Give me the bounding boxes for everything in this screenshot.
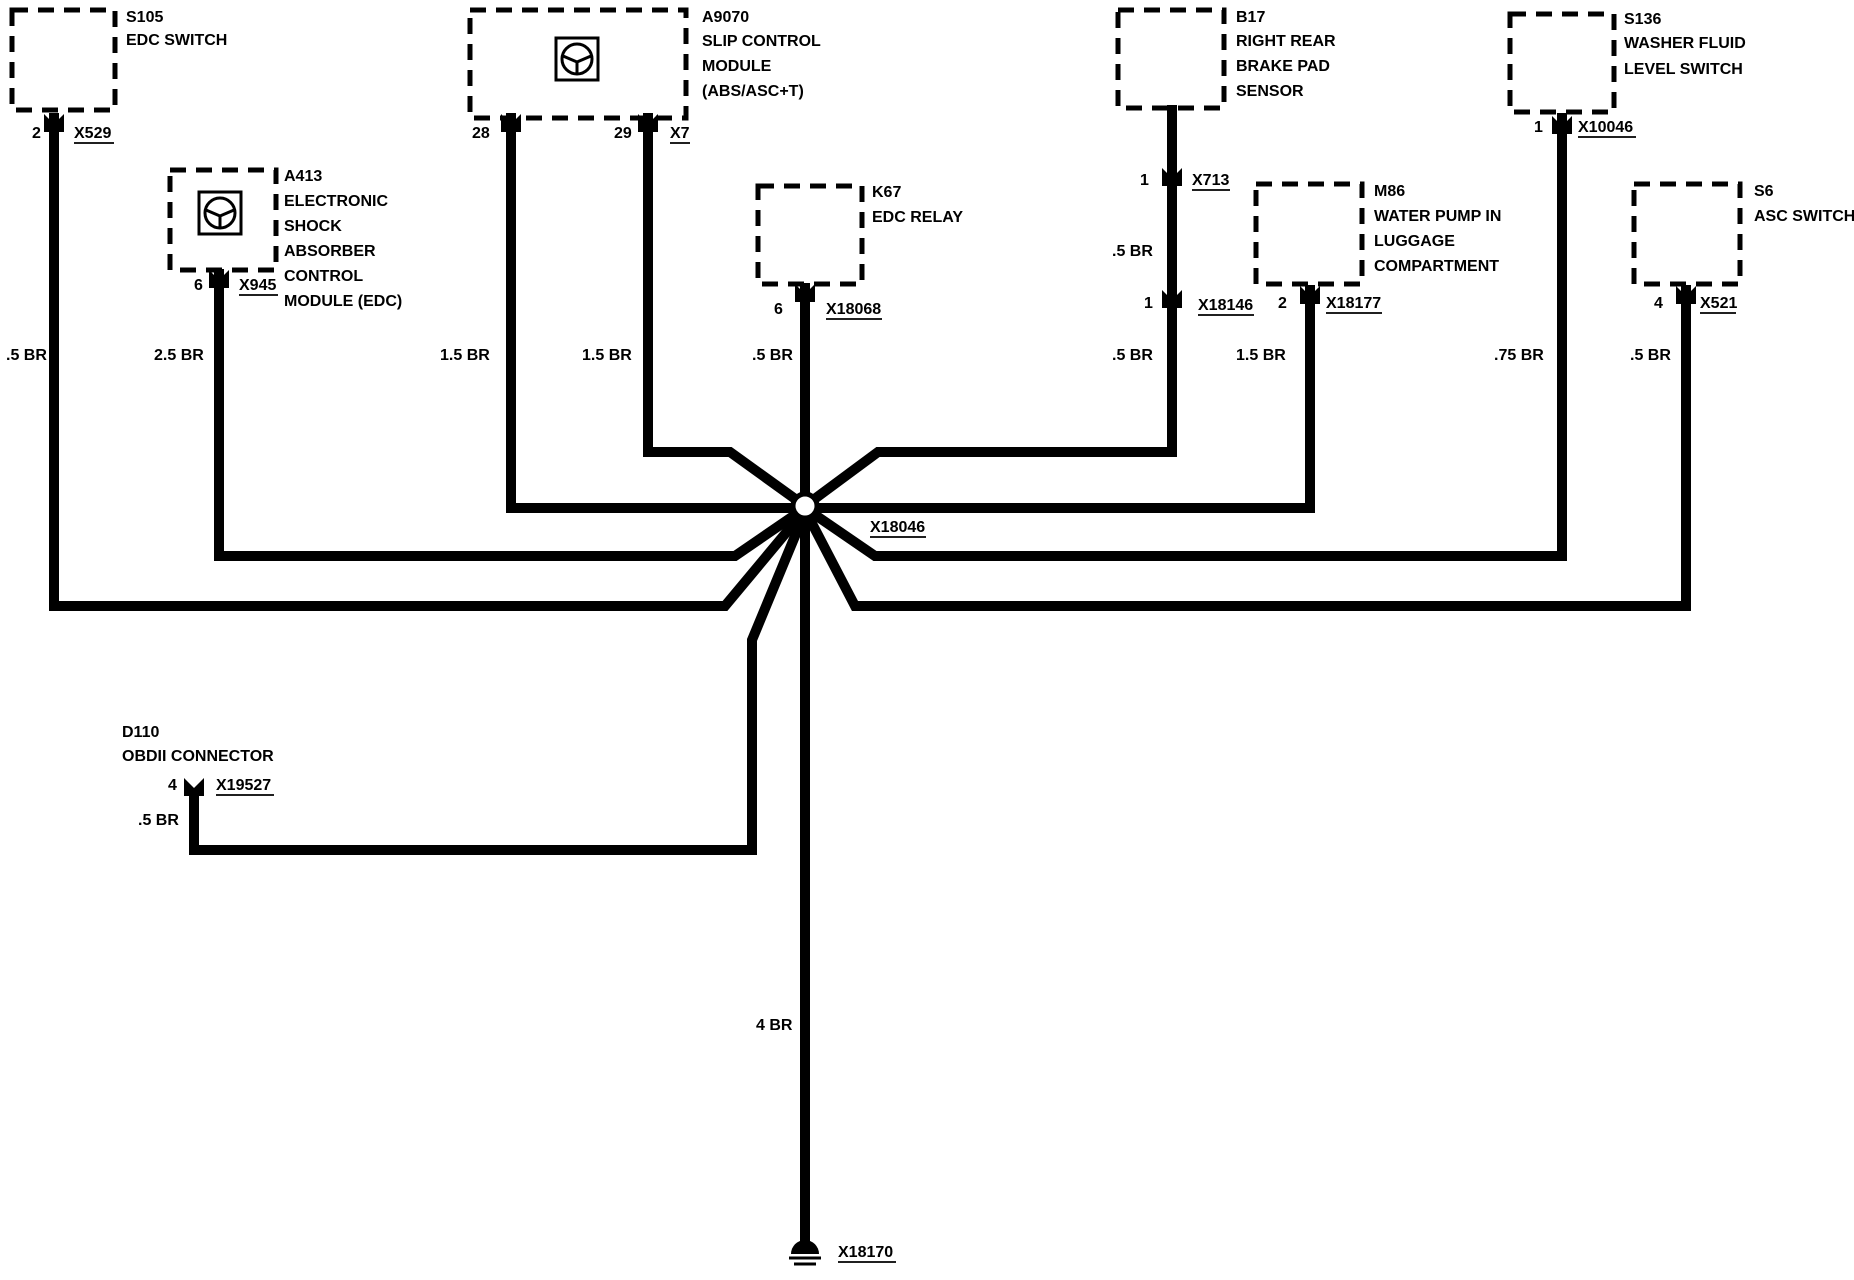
connector-name: X521 — [1700, 295, 1737, 312]
component-desc: EDC SWITCH — [126, 32, 227, 49]
component-d110: D110 OBDII CONNECTOR — [122, 724, 274, 765]
wire-a413 — [214, 269, 812, 561]
component-desc: LUGGAGE — [1374, 233, 1455, 250]
m86-box — [1253, 181, 1365, 287]
ground-label: X18170 — [838, 1244, 893, 1261]
component-desc: SLIP CONTROL — [702, 33, 821, 50]
component-id: K67 — [872, 184, 901, 201]
wire-label: .5 BR — [138, 812, 179, 829]
connector-labels: 2 X529 6 X945 28 29 X7 6 X18068 1 X713 1… — [32, 119, 1737, 796]
pin-number: 29 — [614, 125, 632, 142]
component-desc: MODULE — [702, 58, 772, 75]
wire-label: 4 BR — [756, 1017, 793, 1034]
connector-name: X7 — [670, 125, 690, 142]
wire-s6 — [798, 285, 1691, 611]
wire-label: .5 BR — [1112, 347, 1153, 364]
wire-label: 1.5 BR — [582, 347, 632, 364]
wire-label: 1.5 BR — [440, 347, 490, 364]
pin-number: 6 — [194, 277, 203, 294]
s105-box — [9, 7, 118, 113]
wire-m86 — [800, 285, 1315, 513]
connector-name: X19527 — [216, 777, 271, 794]
pin-number: 28 — [472, 125, 490, 142]
component-s136: S136 WASHER FLUID LEVEL SWITCH — [1624, 11, 1746, 78]
a413-module-icon — [197, 190, 243, 236]
wire-label: .5 BR — [752, 347, 793, 364]
component-a9070: A9070 SLIP CONTROL MODULE (ABS/ASC+T) — [702, 9, 821, 100]
component-b17: B17 RIGHT REAR BRAKE PAD SENSOR — [1236, 9, 1336, 100]
component-id: A413 — [284, 168, 322, 185]
wire-a9070-28 — [506, 113, 810, 513]
component-s105: S105 EDC SWITCH — [126, 9, 227, 49]
component-s6: S6 ASC SWITCH — [1754, 183, 1854, 225]
pin-number: 4 — [1654, 295, 1663, 312]
wire-label: 1.5 BR — [1236, 347, 1286, 364]
component-id: D110 — [122, 724, 159, 741]
pin-number: 1 — [1140, 172, 1149, 189]
splice-label: X18046 — [870, 519, 925, 536]
wire-label: 2.5 BR — [154, 347, 204, 364]
component-desc: WASHER FLUID — [1624, 35, 1746, 52]
component-desc: RIGHT REAR — [1236, 33, 1336, 50]
wires — [49, 105, 1691, 1241]
k67-box — [755, 183, 865, 287]
component-desc: OBDII CONNECTOR — [122, 748, 274, 765]
splice-node — [790, 491, 820, 521]
connector-name: X18068 — [826, 301, 881, 318]
pin-number: 1 — [1534, 119, 1543, 136]
wire-s105 — [49, 113, 813, 611]
pin-number: 6 — [774, 301, 783, 318]
component-id: S6 — [1754, 183, 1774, 200]
wire-label: .5 BR — [1112, 243, 1153, 260]
pin-number: 2 — [32, 125, 41, 142]
component-id: S105 — [126, 9, 163, 26]
component-desc: EDC RELAY — [872, 209, 963, 226]
pin-number: 1 — [1144, 295, 1153, 312]
component-m86: M86 WATER PUMP IN LUGGAGE COMPARTMENT — [1374, 183, 1501, 275]
s136-box — [1507, 11, 1617, 115]
component-desc: ELECTRONIC — [284, 193, 388, 210]
component-desc: SHOCK — [284, 218, 342, 235]
connector-name: X18146 — [1198, 297, 1253, 314]
wire-labels: .5 BR 2.5 BR 1.5 BR 1.5 BR .5 BR .5 BR .… — [6, 243, 1671, 1034]
component-id: S136 — [1624, 11, 1661, 28]
component-desc: WATER PUMP IN — [1374, 208, 1501, 225]
wire-label: .75 BR — [1494, 347, 1544, 364]
wire-b17 — [798, 105, 1177, 513]
component-desc: CONTROL — [284, 268, 363, 285]
wire-d110 — [189, 505, 812, 855]
component-desc: (ABS/ASC+T) — [702, 83, 804, 100]
pin-number: 4 — [168, 777, 177, 794]
s6-box — [1631, 181, 1743, 287]
component-desc: MODULE (EDC) — [284, 293, 402, 310]
component-k67: K67 EDC RELAY — [872, 184, 963, 226]
pin-number: 2 — [1278, 295, 1287, 312]
terminal-markers — [44, 114, 1696, 796]
wire-label: .5 BR — [6, 347, 47, 364]
a9070-box — [467, 7, 689, 121]
wire-label: .5 BR — [1630, 347, 1671, 364]
ground-symbol — [789, 1240, 821, 1266]
component-desc: BRAKE PAD — [1236, 58, 1330, 75]
a9070-module-icon — [554, 36, 600, 82]
component-desc: ABSORBER — [284, 243, 376, 260]
wire-a9070-29 — [643, 113, 812, 513]
component-desc: LEVEL SWITCH — [1624, 61, 1743, 78]
wire-s136 — [798, 113, 1567, 561]
connector-name: X945 — [239, 277, 276, 294]
b17-box — [1115, 7, 1227, 111]
component-desc: ASC SWITCH — [1754, 208, 1854, 225]
component-id: M86 — [1374, 183, 1405, 200]
component-a413: A413 ELECTRONIC SHOCK ABSORBER CONTROL M… — [284, 168, 402, 310]
component-desc: SENSOR — [1236, 83, 1304, 100]
connector-name: X18177 — [1326, 295, 1381, 312]
component-desc: COMPARTMENT — [1374, 258, 1499, 275]
component-id: B17 — [1236, 9, 1265, 26]
a413-box — [167, 167, 279, 273]
connector-name: X10046 — [1578, 119, 1633, 136]
connector-name: X529 — [74, 125, 111, 142]
connector-name: X713 — [1192, 172, 1229, 189]
component-id: A9070 — [702, 9, 749, 26]
